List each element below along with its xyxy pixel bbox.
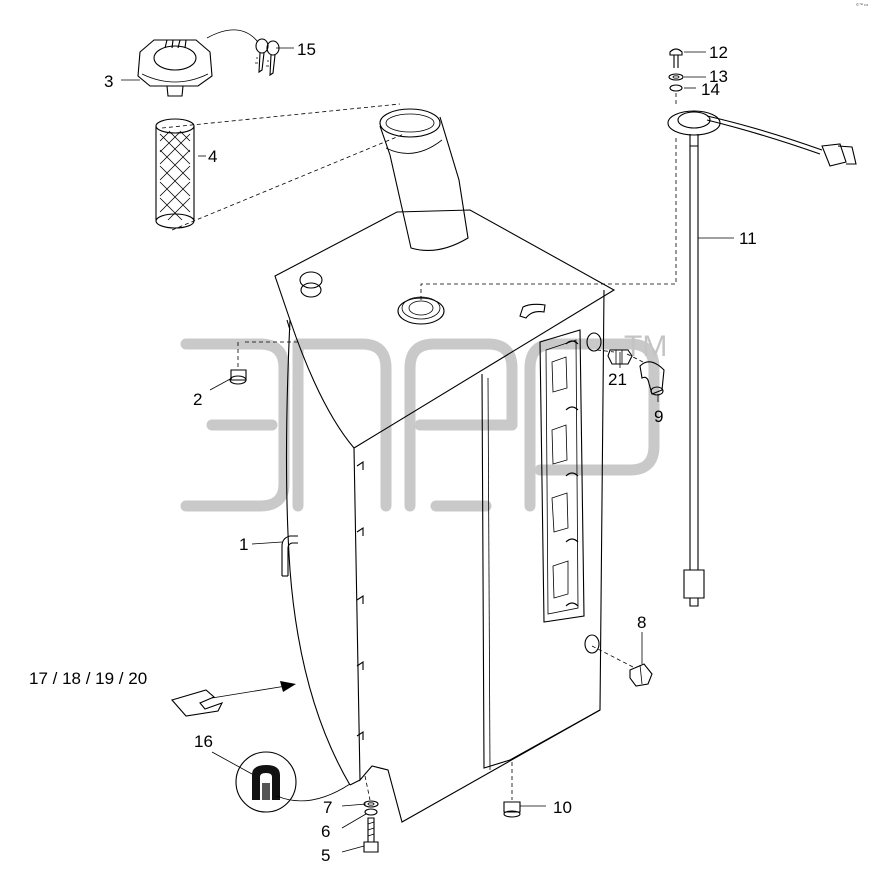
- clip-part-17-20: [171, 689, 224, 717]
- callout-21: 21: [608, 370, 627, 389]
- callout-5: 5: [321, 846, 330, 865]
- leader-lines: [121, 47, 734, 853]
- callout-13: 13: [709, 67, 728, 86]
- corner-mark: ©™ •••: [856, 2, 869, 7]
- plug-part-10: [503, 801, 521, 818]
- callout-9: 9: [654, 407, 663, 426]
- fitting-part-8: [629, 663, 653, 687]
- fitting-part-21: [607, 349, 633, 365]
- callout-4: 4: [208, 147, 217, 166]
- callout-7: 7: [323, 798, 332, 817]
- callout-16: 16: [194, 732, 213, 751]
- watermark-logo: TM: [180, 330, 667, 512]
- callout-labels: 1 2 3 4 5 6 7 8 9 10 11 12 13 14 15 16 1…: [29, 40, 757, 865]
- callout-6: 6: [321, 822, 330, 841]
- callout-2: 2: [193, 390, 202, 409]
- washers-part-6-7: [363, 800, 379, 816]
- edge-protector-part-16: [235, 751, 297, 813]
- strainer-part-4: [155, 118, 195, 229]
- fuel-tank: [274, 108, 616, 823]
- callout-8: 8: [637, 613, 646, 632]
- pipe-part-1: [281, 535, 298, 577]
- callout-10: 10: [553, 798, 572, 817]
- callout-1: 1: [239, 535, 248, 554]
- cap-part-3: [137, 39, 213, 97]
- callout-12: 12: [709, 43, 728, 62]
- gauge-sender-part-11: [667, 48, 857, 607]
- bolt-part-5: [363, 817, 379, 853]
- callout-17-18-19-20: 17 / 18 / 19 / 20: [29, 669, 147, 688]
- keys-part-15: [206, 29, 280, 77]
- callout-14: 14: [701, 80, 720, 99]
- plug-part-2: [229, 369, 247, 385]
- callout-11: 11: [739, 229, 757, 248]
- elbow-part-9: [639, 361, 665, 396]
- callout-3: 3: [104, 72, 113, 91]
- callout-15: 15: [297, 40, 316, 59]
